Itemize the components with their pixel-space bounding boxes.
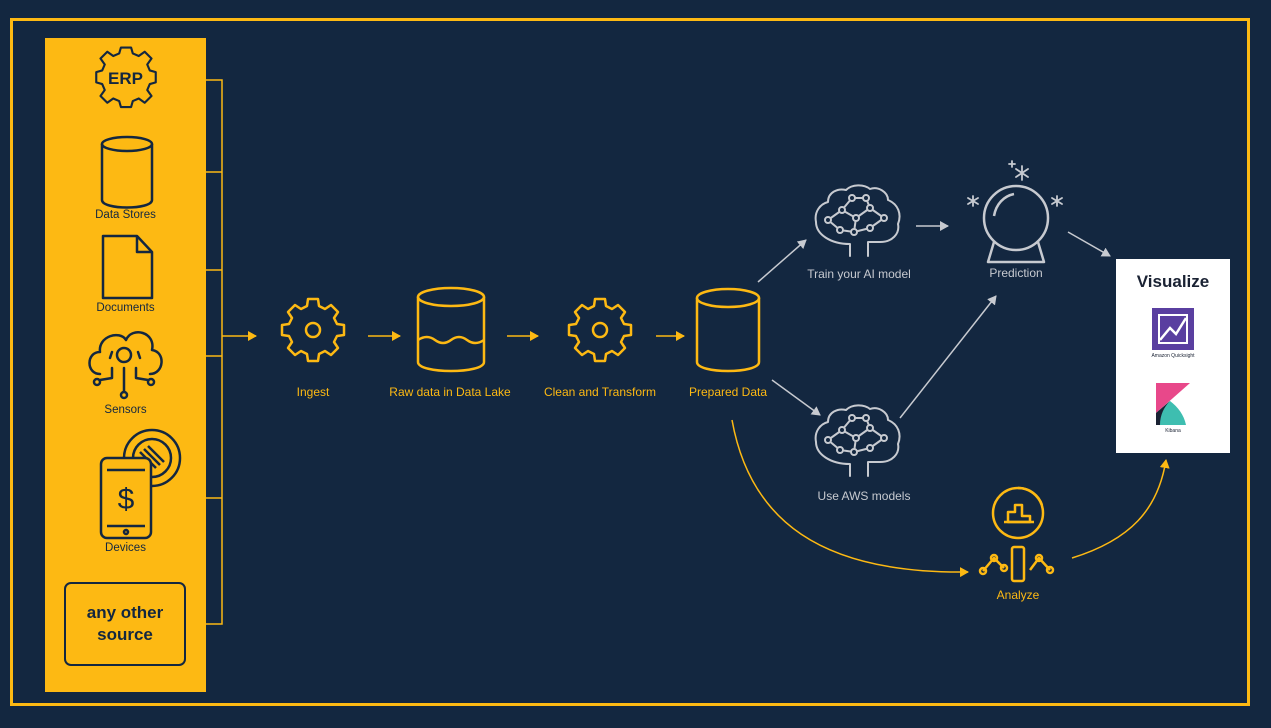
aws-brain-icon [814,404,901,477]
train-brain-icon [814,184,901,257]
sparkle-icon [967,160,1063,207]
document-icon [101,234,154,300]
clean-gear-icon [567,297,633,363]
svg-text:$: $ [118,483,135,516]
prepared-data-cylinder-icon [695,287,761,373]
train-model-label: Train your AI model [807,267,911,281]
kibana-label: Kibana [1165,428,1181,434]
ingest-gear-icon [280,297,346,363]
arrow-prepared-to-train [757,239,807,283]
other-source-label: any other source [86,603,164,644]
source-data-stores-label: Data Stores [95,209,156,221]
source-devices-label: Devices [105,542,146,554]
kibana-logo-icon [1156,383,1190,425]
other-source-box: any other source [64,582,186,666]
sources-bracket [206,79,257,625]
aws-models-label: Use AWS models [817,489,911,503]
visualize-card: Visualize Amazon Quicksight Kibana [1116,259,1230,453]
crystal-ball-icon [982,184,1050,264]
erp-gear-icon [95,46,157,109]
arrow-prepared-to-analyze [731,419,969,578]
data-lake-cylinder-icon [416,286,486,373]
quicksight-logo-icon [1152,308,1194,350]
visualize-title: Visualize [1136,272,1210,291]
device-payment-icon: $ [99,428,182,540]
arrow-analyze-to-visualize [1071,459,1170,559]
prediction-label: Prediction [989,266,1043,280]
arrow-aws-to-prediction [899,295,997,419]
arrow-prediction-to-visualize [1067,231,1111,257]
outer-frame [10,18,1250,706]
source-documents-label: Documents [96,302,155,314]
analyze-magnifier-icon [978,486,1055,583]
arrow-prepared-to-aws [771,379,821,416]
raw-data-label: Raw data in Data Lake [389,385,511,399]
quicksight-label: Amazon Quicksight [1151,353,1195,359]
clean-transform-label: Clean and Transform [543,385,657,399]
analyze-label: Analyze [996,588,1040,602]
ingest-label: Ingest [296,385,330,399]
prepared-data-label: Prepared Data [688,385,768,399]
data-stores-cylinder-icon [100,135,154,209]
sensor-cloud-icon [88,331,163,400]
source-erp-label: ERP [108,69,143,88]
source-sensors-label: Sensors [104,404,147,416]
